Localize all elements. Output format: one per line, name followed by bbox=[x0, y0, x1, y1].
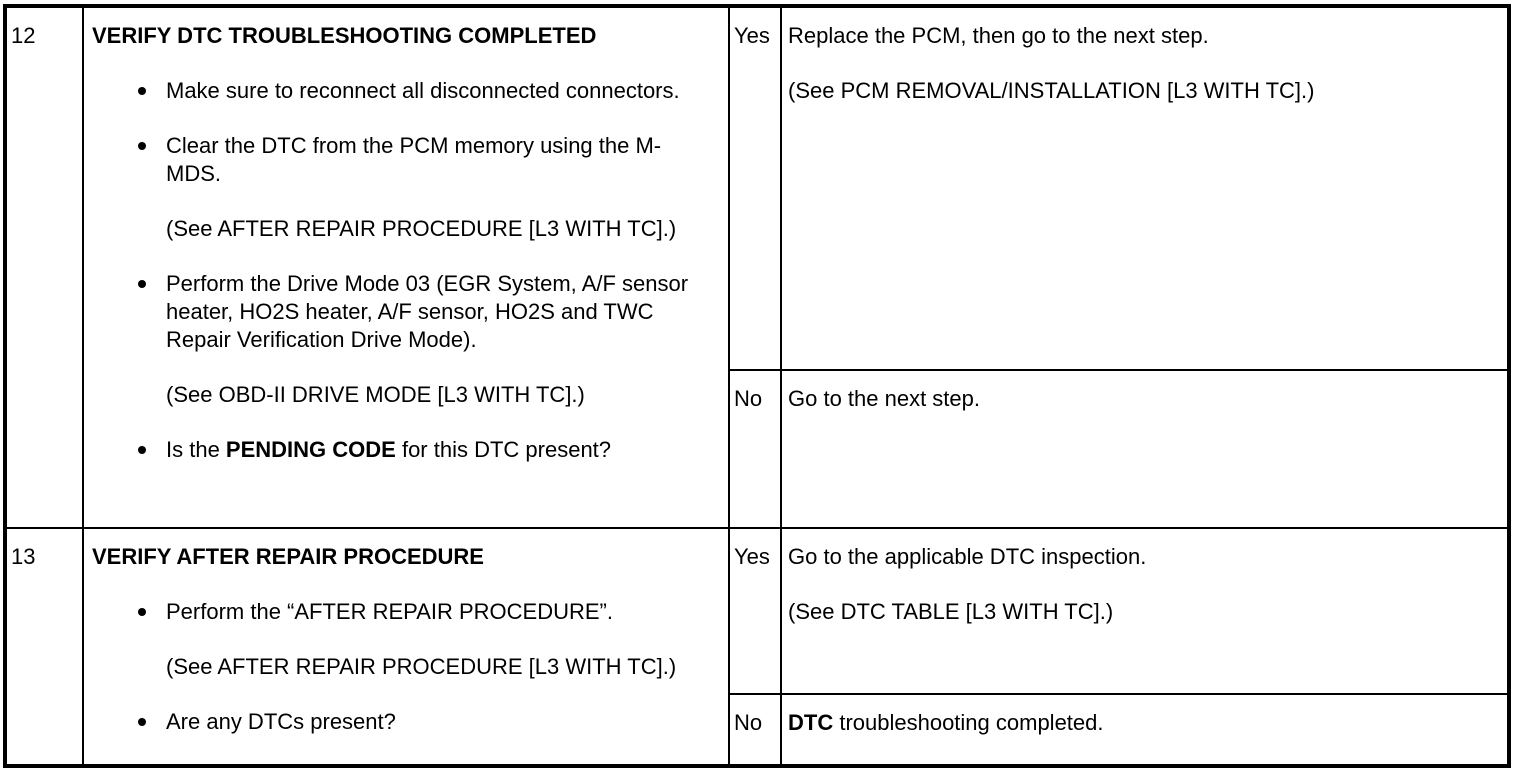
inspection-cell: VERIFY AFTER REPAIR PROCEDURE Perform th… bbox=[82, 527, 730, 767]
inspection-item: Perform the “AFTER REPAIR PROCEDURE”. bbox=[92, 598, 718, 626]
inspection-item: Make sure to reconnect all disconnected … bbox=[92, 77, 718, 105]
step-13-yes-row: 13 VERIFY AFTER REPAIR PROCEDURE Perform… bbox=[4, 527, 1510, 767]
inspection-list: Is the PENDING CODE for this DTC present… bbox=[92, 436, 718, 464]
step-number: 13 bbox=[4, 527, 84, 767]
bullet-icon bbox=[138, 87, 146, 95]
bullet-icon bbox=[138, 446, 146, 454]
inspection-list: Perform the Drive Mode 03 (EGR System, A… bbox=[92, 270, 718, 354]
inspection-item: Is the PENDING CODE for this DTC present… bbox=[92, 436, 718, 464]
bullet-icon bbox=[138, 280, 146, 288]
step-12-no-row: No Go to the next step. bbox=[5, 369, 1510, 529]
action-cell: Replace the PCM, then go to the next ste… bbox=[780, 5, 1510, 371]
action-reference: (See DTC TABLE [L3 WITH TC].) bbox=[788, 599, 1114, 624]
action-text: Go to the applicable DTC inspection. bbox=[788, 544, 1147, 569]
action-reference: (See PCM REMOVAL/INSTALLATION [L3 WITH T… bbox=[788, 78, 1315, 103]
bullet-icon bbox=[138, 608, 146, 616]
result-label: Yes bbox=[728, 527, 782, 695]
item-text: Perform the Drive Mode 03 (EGR System, A… bbox=[166, 271, 689, 352]
troubleshooting-table: 12 VERIFY DTC TROUBLESHOOTING COMPLETED … bbox=[3, 4, 1511, 768]
item-text: Are any DTCs present? bbox=[166, 709, 396, 734]
inspection-item: Perform the Drive Mode 03 (EGR System, A… bbox=[92, 270, 718, 354]
item-text: for this DTC present? bbox=[395, 437, 612, 462]
step-title: VERIFY AFTER REPAIR PROCEDURE bbox=[92, 544, 484, 569]
item-text: Make sure to reconnect all disconnected … bbox=[166, 78, 680, 103]
inspection-list: Are any DTCs present? bbox=[92, 708, 718, 736]
reference-note: (See OBD-II DRIVE MODE [L3 WITH TC].) bbox=[166, 382, 585, 407]
inspection-item: Are any DTCs present? bbox=[92, 708, 718, 736]
bullet-icon bbox=[138, 142, 146, 150]
action-cell: Go to the next step. bbox=[780, 369, 1510, 529]
inspection-list: Make sure to reconnect all disconnected … bbox=[92, 77, 718, 188]
item-bold-text: PENDING CODE bbox=[225, 437, 396, 462]
inspection-list: Perform the “AFTER REPAIR PROCEDURE”. bbox=[92, 598, 718, 626]
step-12-yes-row: 12 VERIFY DTC TROUBLESHOOTING COMPLETED … bbox=[4, 5, 1510, 529]
inspection-item: Clear the DTC from the PCM memory using … bbox=[92, 132, 718, 188]
reference-note: (See AFTER REPAIR PROCEDURE [L3 WITH TC]… bbox=[166, 654, 677, 679]
item-text: Perform the “AFTER REPAIR PROCEDURE”. bbox=[166, 599, 613, 624]
action-text: Replace the PCM, then go to the next ste… bbox=[788, 23, 1209, 48]
action-text: Go to the next step. bbox=[788, 386, 981, 411]
step-number: 12 bbox=[4, 5, 84, 529]
action-rest-text: troubleshooting completed. bbox=[833, 710, 1104, 735]
inspection-cell: VERIFY DTC TROUBLESHOOTING COMPLETED Mak… bbox=[82, 5, 730, 529]
action-text: DTC troubleshooting completed. bbox=[788, 709, 1507, 737]
reference-note: (See AFTER REPAIR PROCEDURE [L3 WITH TC]… bbox=[166, 216, 677, 241]
step-13-no-row: No DTC troubleshooting completed. bbox=[5, 693, 1510, 767]
action-cell: DTC troubleshooting completed. bbox=[780, 693, 1510, 767]
action-bold-text: DTC bbox=[788, 710, 834, 735]
item-text: Is the bbox=[166, 437, 226, 462]
result-label: No bbox=[728, 369, 782, 529]
result-label: No bbox=[728, 693, 782, 767]
step-title: VERIFY DTC TROUBLESHOOTING COMPLETED bbox=[92, 23, 597, 48]
action-cell: Go to the applicable DTC inspection. (Se… bbox=[780, 527, 1510, 695]
bullet-icon bbox=[138, 718, 146, 726]
item-text: Clear the DTC from the PCM memory using … bbox=[166, 133, 662, 186]
result-label: Yes bbox=[728, 5, 782, 371]
troubleshooting-sheet: 12 VERIFY DTC TROUBLESHOOTING COMPLETED … bbox=[3, 4, 1511, 768]
